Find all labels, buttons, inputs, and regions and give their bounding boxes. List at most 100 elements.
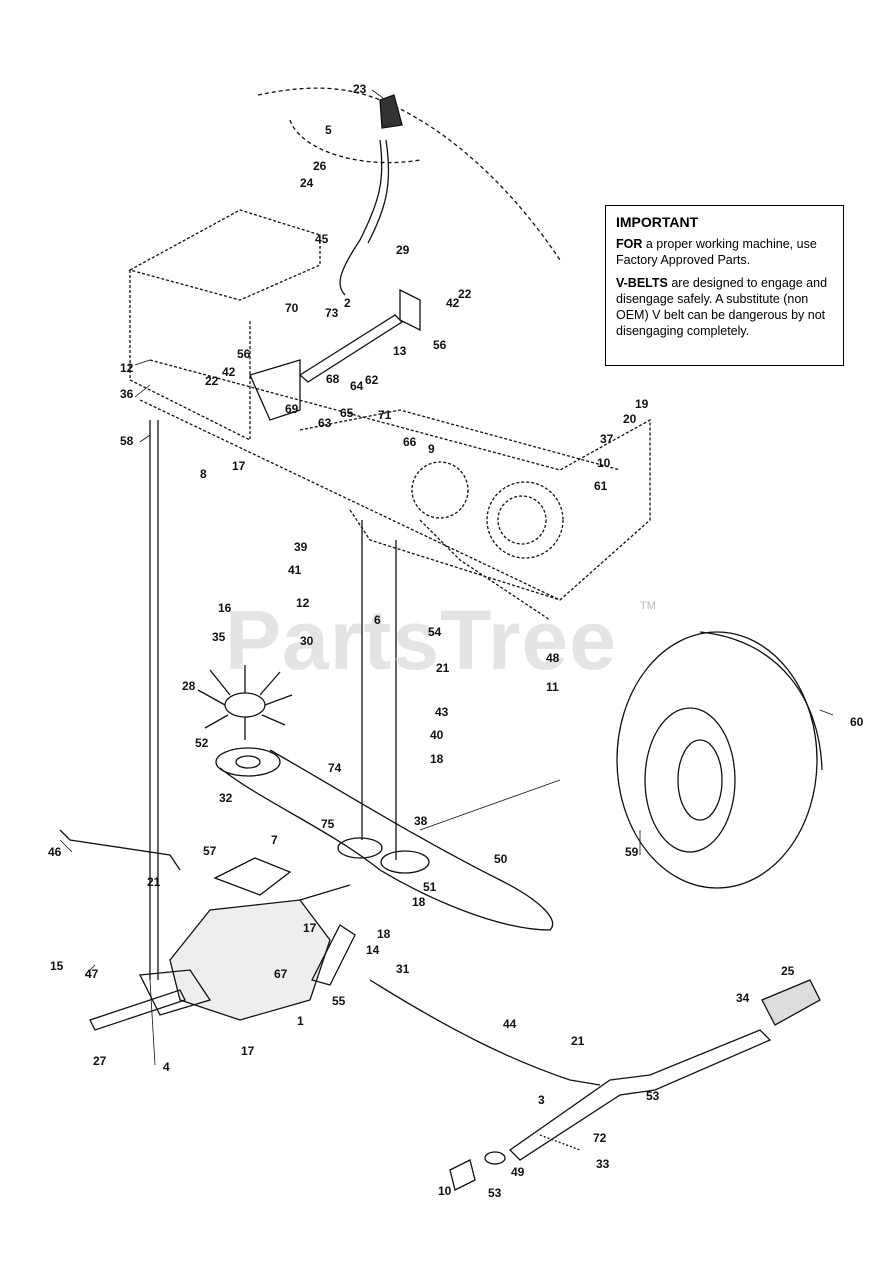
callout: 62 [365,373,379,387]
callout: 22 [458,287,472,301]
callout: 37 [600,432,614,446]
shaft [298,314,404,383]
callout: 42 [222,365,236,379]
callout: 10 [597,456,611,470]
callout: 5 [325,123,332,137]
notice-heading: IMPORTANT [616,214,699,230]
knob [379,94,403,129]
callout: 21 [436,661,450,675]
callout: 16 [218,601,232,615]
callout: 3 [538,1093,545,1107]
callout: 25 [781,964,795,978]
callout: 17 [241,1044,255,1058]
callout: 47 [85,967,99,981]
callout: 7 [271,833,278,847]
callout: 57 [203,844,217,858]
callout: 10 [438,1184,452,1198]
callout: 59 [625,845,639,859]
callout: 20 [623,412,637,426]
callout: 18 [412,895,426,909]
shift-lever [339,139,383,296]
callout: 63 [318,416,332,430]
callout: 14 [366,943,380,957]
callout: 58 [120,434,134,448]
cable [369,979,601,1086]
callout: 9 [428,442,435,456]
callout: 48 [546,651,560,665]
callout: 38 [414,814,428,828]
callout: 72 [593,1131,607,1145]
trademark: TM [640,600,656,612]
callout: 17 [303,921,317,935]
callout: 29 [396,243,410,257]
callout: 46 [48,845,62,859]
callout: 55 [332,994,346,1008]
callout: 44 [503,1017,517,1031]
callout: 60 [850,715,864,729]
callout: 4 [163,1060,170,1074]
callout: 64 [350,379,364,393]
idler-pulley-2 [380,850,430,874]
pedal-shaft [508,1029,772,1161]
callout: 18 [430,752,444,766]
callout: 56 [433,338,447,352]
v-belt [219,749,554,931]
callout: 39 [294,540,308,554]
notice-paragraph-1: FOR a proper working machine, use Factor… [616,237,817,268]
callout: 40 [430,728,444,742]
callout: 56 [237,347,251,361]
callout: 70 [285,301,299,315]
fan [197,665,293,740]
callout: 67 [274,967,288,981]
callout: 65 [340,406,354,420]
callout: 36 [120,387,134,401]
callout: 33 [596,1157,610,1171]
pulley [215,747,281,777]
callout: 53 [488,1186,502,1200]
callout: 52 [195,736,209,750]
callout: 22 [205,374,219,388]
callout: 15 [50,959,64,973]
callout: 11 [546,680,559,694]
callout: 24 [300,176,314,190]
frame [128,209,651,621]
callout: 49 [511,1165,525,1179]
callout: 74 [328,761,342,775]
callout: 32 [219,791,233,805]
callout: 73 [325,306,339,320]
callout: 21 [147,875,161,889]
callout: 50 [494,852,508,866]
rod [59,829,181,871]
bracket [213,857,292,896]
callout: 18 [377,927,391,941]
hood-outline [257,87,561,261]
callout: 8 [200,467,207,481]
important-notice: IMPORTANT FOR a proper working machine, … [605,205,844,366]
watermark: PartsTree [225,593,617,687]
callout: 68 [326,372,340,386]
callout: 12 [120,361,134,375]
callout: 35 [212,630,226,644]
callout: 54 [428,625,442,639]
callout: 1 [297,1014,304,1028]
callout: 43 [435,705,449,719]
callout: 66 [403,435,417,449]
transmission [169,899,331,1021]
callout: 71 [378,408,392,422]
callout: 13 [393,344,407,358]
callout: 75 [321,817,335,831]
callout: 34 [736,991,750,1005]
callout: 31 [396,962,410,976]
callout: 53 [646,1089,660,1103]
callout: 45 [315,232,329,246]
callout: 26 [313,159,327,173]
callout: 41 [288,563,302,577]
callout: 6 [374,613,381,627]
callout: 28 [182,679,196,693]
callout: 12 [296,596,310,610]
callout: 19 [635,397,649,411]
callout: 51 [423,880,437,894]
callout: 21 [571,1034,585,1048]
